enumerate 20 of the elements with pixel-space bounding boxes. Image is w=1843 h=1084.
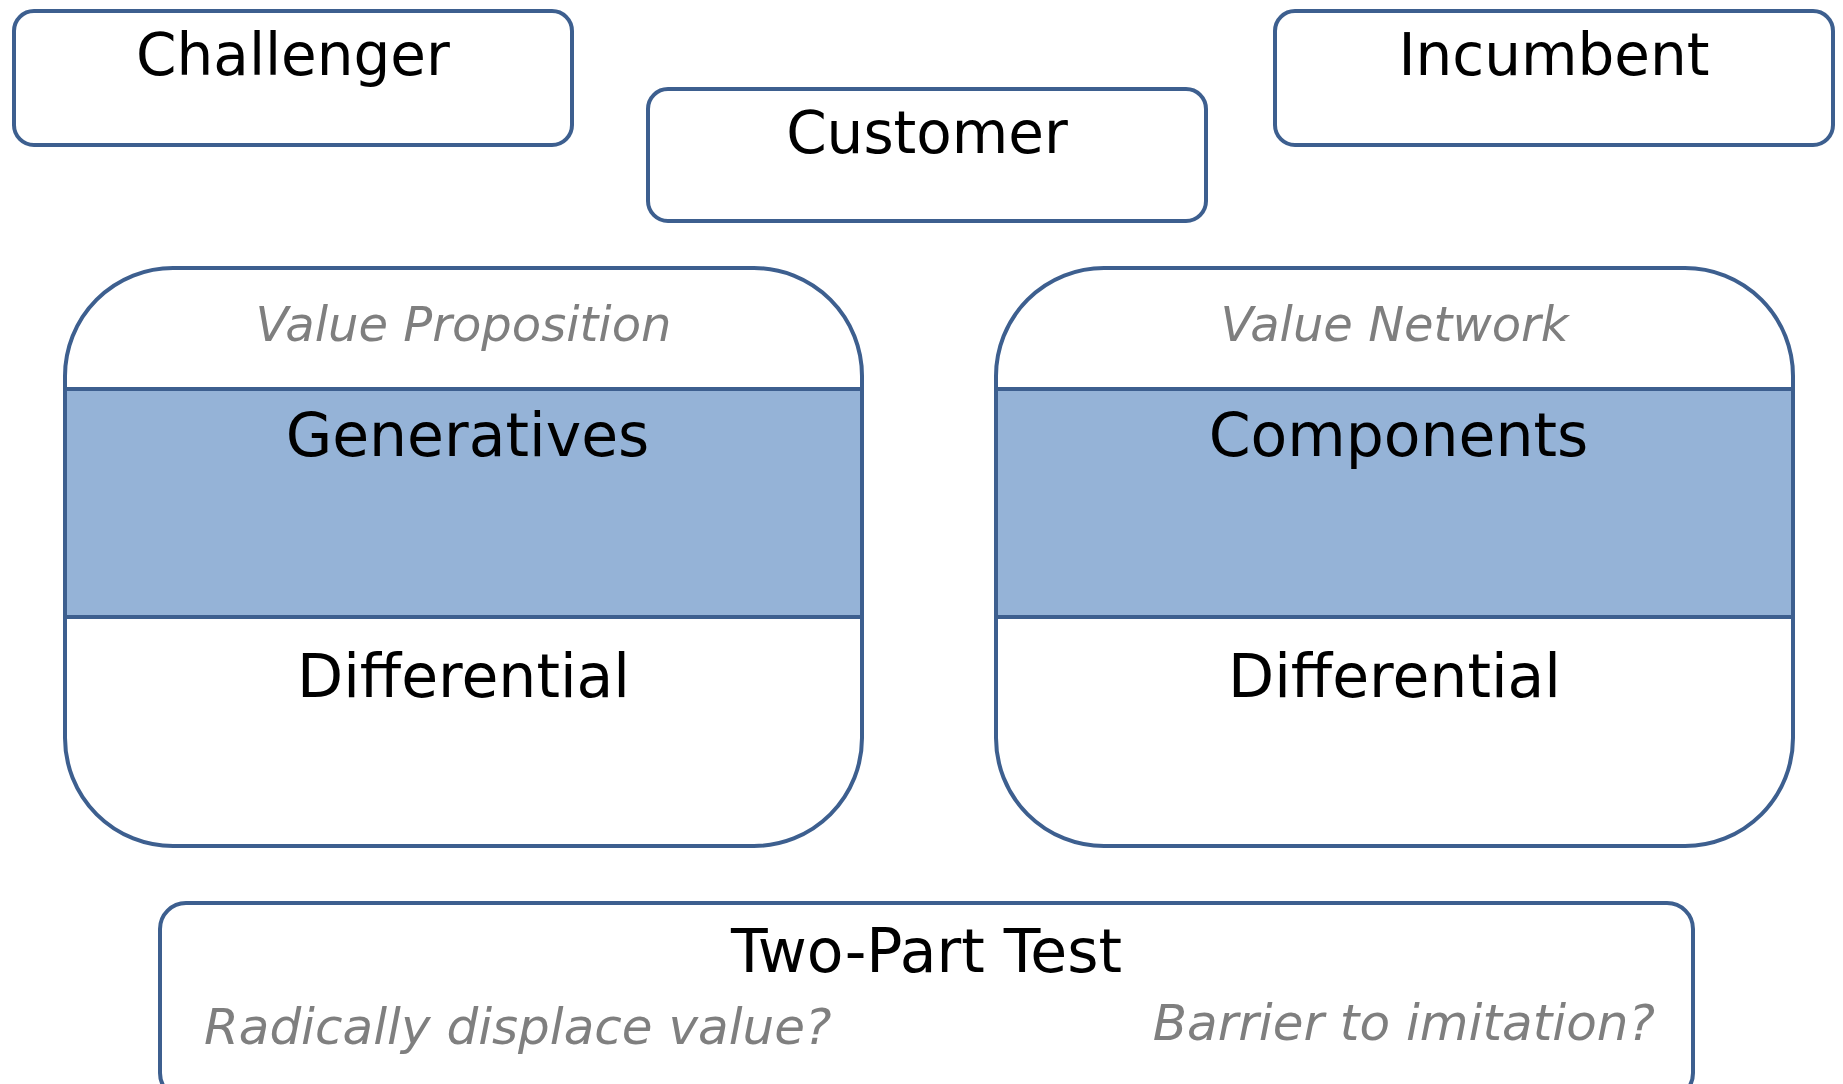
role-box [1273, 9, 1835, 147]
role-box [646, 87, 1208, 223]
rounded-panel [994, 266, 1795, 848]
role-label: Incumbent [1398, 21, 1710, 89]
shaded-band [998, 387, 1791, 619]
rounded-panel [63, 266, 864, 848]
test-heading: Two-Part Test [731, 916, 1122, 986]
role-label: Customer [786, 99, 1068, 167]
section-heading: Value Proposition [255, 296, 672, 352]
section-label: Differential [296, 641, 630, 711]
role-label: Challenger [136, 21, 450, 89]
shaded-band [67, 387, 860, 619]
band-label: Generatives [285, 400, 650, 470]
band-label: Components [1208, 400, 1589, 470]
section-label: Differential [1227, 641, 1561, 711]
test-box [158, 901, 1695, 1084]
section-heading: Value Network [1220, 296, 1569, 352]
role-box [12, 9, 574, 147]
question-text: Barrier to imitation? [1152, 993, 1655, 1053]
question-text: Radically displace value? [204, 997, 832, 1057]
